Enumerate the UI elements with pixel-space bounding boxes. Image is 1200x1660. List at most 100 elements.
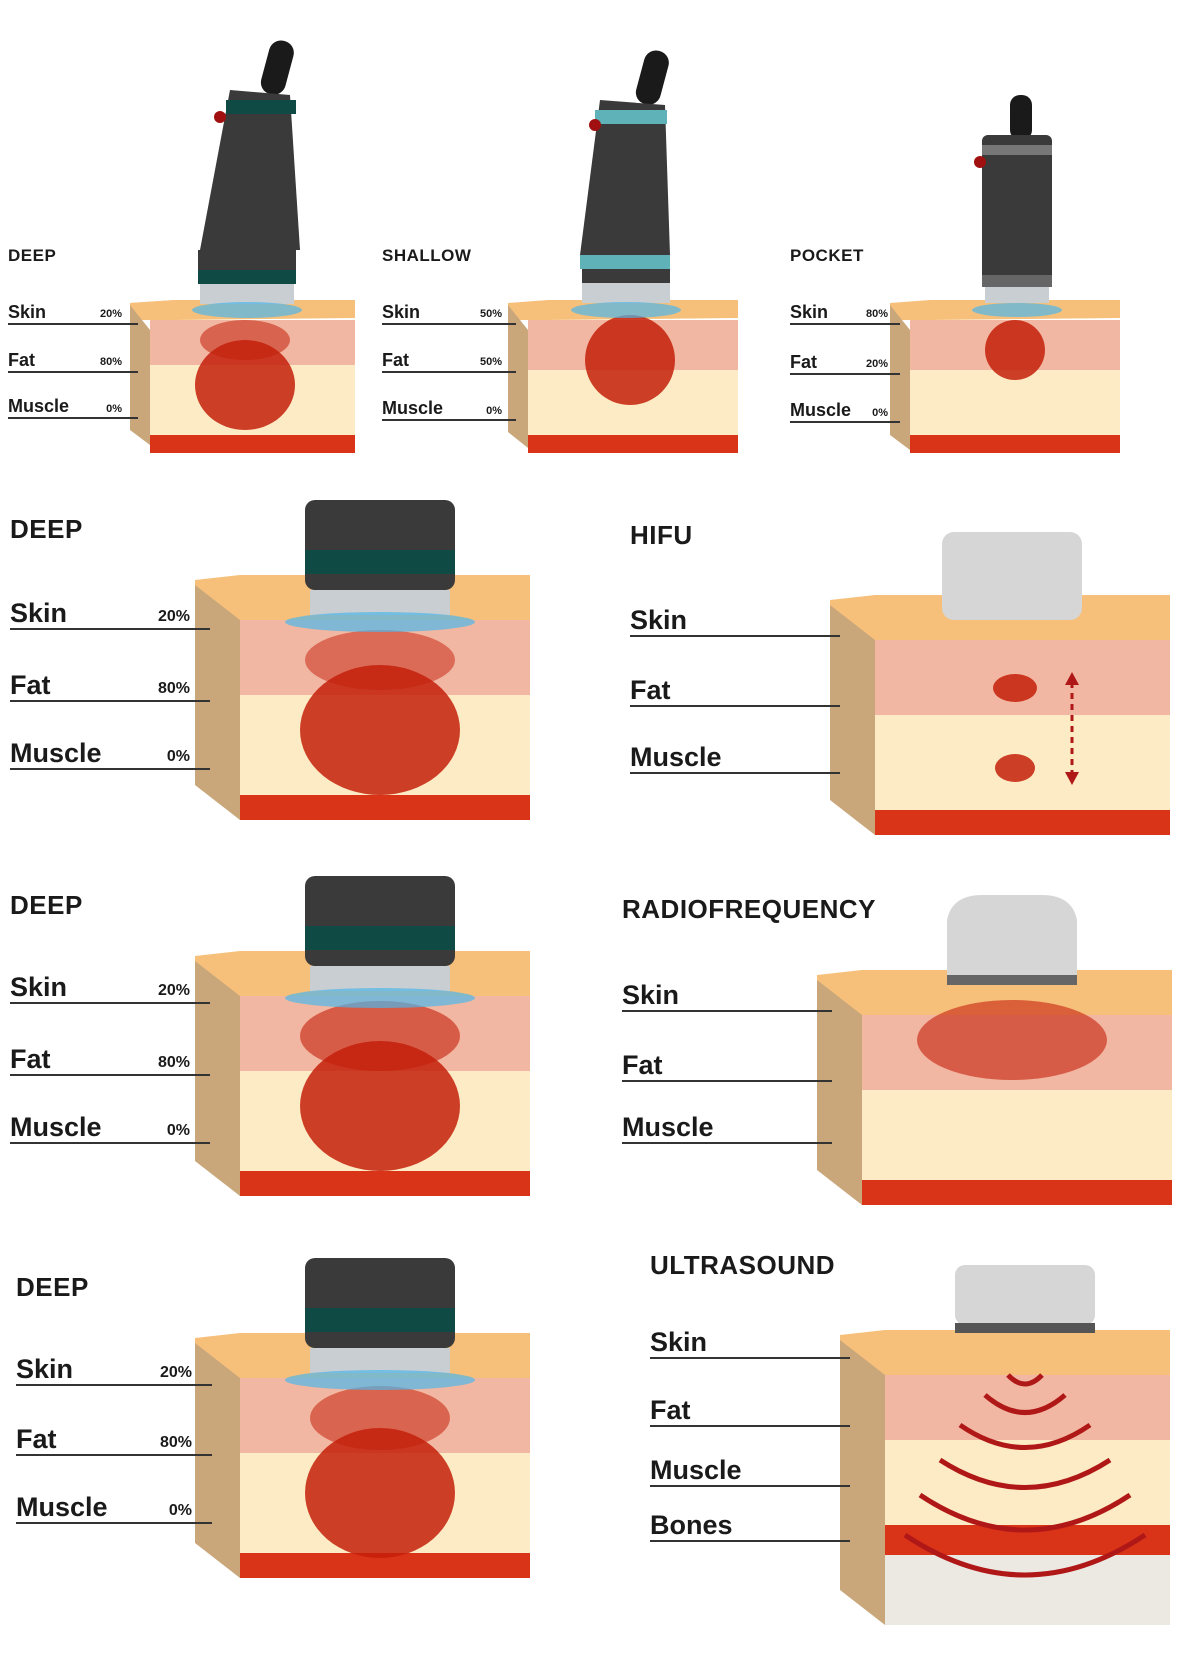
label-skin: Skin <box>16 1354 74 1384</box>
label-fat: Fat <box>382 350 409 370</box>
leader-line <box>790 323 900 325</box>
label-fat: Fat <box>10 1044 51 1074</box>
pct-muscle: 0% <box>872 407 888 419</box>
label-muscle: Muscle <box>382 398 444 418</box>
pct-muscle: 0% <box>166 748 190 765</box>
panel-title: HIFU <box>630 520 693 550</box>
label-skin: Skin <box>8 302 47 322</box>
leader-line <box>10 700 210 702</box>
leader-line <box>8 323 138 325</box>
panel-deep-row3: DEEP Skin 20% Fat 80% Muscle 0% <box>0 876 560 1216</box>
label-skin: Skin <box>382 302 421 322</box>
label-muscle: Muscle <box>790 400 852 420</box>
pct-skin: 20% <box>99 308 122 320</box>
leader-line <box>16 1384 212 1386</box>
leader-line <box>650 1540 850 1542</box>
pct-skin: 80% <box>865 308 888 320</box>
label-bones: Bones <box>650 1510 733 1540</box>
panel-deep-small: DEEP Skin 20% Fat 80% Muscle 0% <box>0 0 380 480</box>
label-muscle: Muscle <box>10 1112 102 1142</box>
label-fat: Fat <box>622 1050 663 1080</box>
pct-fat: 50% <box>479 356 502 368</box>
leader-line <box>10 768 210 770</box>
pct-skin: 50% <box>479 308 502 320</box>
panel-title: DEEP <box>16 1272 89 1302</box>
label-muscle: Muscle <box>630 742 722 772</box>
pct-fat: 80% <box>99 356 122 368</box>
leader-line <box>16 1454 212 1456</box>
pct-fat: 20% <box>865 358 888 370</box>
leader-line <box>10 1074 210 1076</box>
label-muscle: Muscle <box>622 1112 714 1142</box>
label-skin: Skin <box>10 972 68 1002</box>
panel-deep-row4: DEEP Skin 20% Fat 80% Muscle 0% <box>0 1258 560 1618</box>
leader-line <box>8 417 138 419</box>
leader-line <box>382 323 516 325</box>
panel-title: DEEP <box>8 246 57 265</box>
pct-fat: 80% <box>157 1054 190 1071</box>
panel-hifu: HIFU Skin Fat Muscle <box>630 510 1200 850</box>
leader-line <box>790 421 900 423</box>
panel-ultrasound: ULTRASOUND Skin Fat Muscle Bones <box>650 1245 1200 1645</box>
pct-skin: 20% <box>159 1364 192 1381</box>
label-skin: Skin <box>790 302 829 322</box>
tissue-block <box>195 500 530 820</box>
tissue-block <box>817 895 1172 1205</box>
label-fat: Fat <box>650 1395 691 1425</box>
leader-line <box>790 373 900 375</box>
pct-fat: 80% <box>159 1434 192 1451</box>
leader-line <box>622 1142 832 1144</box>
pct-muscle: 0% <box>486 405 502 417</box>
pct-fat: 80% <box>157 680 190 697</box>
leader-line <box>650 1425 850 1427</box>
label-skin: Skin <box>630 605 688 635</box>
panel-title: RADIOFREQUENCY <box>622 894 877 924</box>
panel-radiofrequency: RADIOFREQUENCY Skin Fat Muscle <box>622 880 1200 1220</box>
panel-deep-row2: DEEP Skin 20% Fat 80% Muscle 0% <box>0 500 560 840</box>
label-fat: Fat <box>790 352 817 372</box>
label-skin: Skin <box>650 1327 708 1357</box>
label-skin: Skin <box>10 598 68 628</box>
panel-title: SHALLOW <box>382 246 472 265</box>
handpiece <box>192 40 302 318</box>
leader-line <box>16 1522 212 1524</box>
tissue-block <box>130 300 355 453</box>
panel-shallow-small: SHALLOW Skin 50% Fat 50% Muscle 0% <box>380 0 780 480</box>
tissue-block <box>840 1265 1170 1625</box>
leader-line <box>630 705 840 707</box>
leader-line <box>10 628 210 630</box>
leader-line <box>382 371 516 373</box>
panel-title: DEEP <box>10 514 83 544</box>
leader-line <box>10 1142 210 1144</box>
panel-title: POCKET <box>790 246 864 265</box>
panel-pocket-small: POCKET Skin 80% Fat 20% Muscle 0% <box>790 0 1190 480</box>
pct-skin: 20% <box>157 608 190 625</box>
panel-title: ULTRASOUND <box>650 1250 836 1280</box>
label-muscle: Muscle <box>8 396 70 416</box>
leader-line <box>650 1485 850 1487</box>
label-muscle: Muscle <box>16 1492 108 1522</box>
label-skin: Skin <box>622 980 680 1010</box>
leader-line <box>630 772 840 774</box>
leader-line <box>382 419 516 421</box>
panel-title: DEEP <box>10 890 83 920</box>
tissue-block <box>195 1258 530 1578</box>
tissue-block <box>195 876 530 1196</box>
leader-line <box>8 371 138 373</box>
leader-line <box>650 1357 850 1359</box>
tissue-block <box>890 95 1120 453</box>
label-fat: Fat <box>16 1424 57 1454</box>
tissue-block <box>830 532 1170 835</box>
label-fat: Fat <box>630 675 671 705</box>
pct-muscle: 0% <box>168 1502 192 1519</box>
leader-line <box>630 635 840 637</box>
label-fat: Fat <box>8 350 35 370</box>
leader-line <box>622 1080 832 1082</box>
tissue-block <box>508 50 738 453</box>
label-muscle: Muscle <box>650 1455 742 1485</box>
leader-line <box>10 1002 210 1004</box>
label-fat: Fat <box>10 670 51 700</box>
pct-muscle: 0% <box>106 403 122 415</box>
label-muscle: Muscle <box>10 738 102 768</box>
pct-muscle: 0% <box>166 1122 190 1139</box>
